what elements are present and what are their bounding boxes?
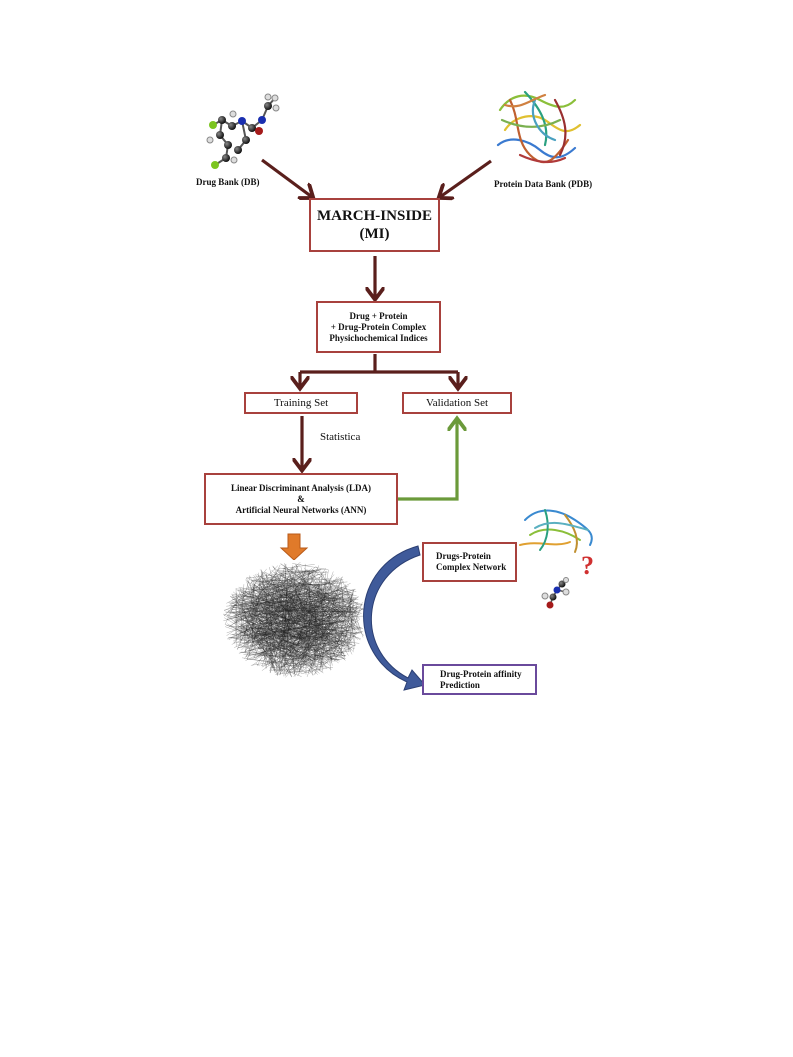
network-graph-image bbox=[221, 560, 369, 680]
prediction-line-1: Drug-Protein affinity bbox=[440, 668, 522, 679]
pdb-label: Protein Data Bank (PDB) bbox=[494, 179, 593, 189]
arrow-split bbox=[300, 354, 458, 387]
protein-structure-image bbox=[496, 90, 582, 164]
march-inside-box: MARCH-INSIDE (MI) bbox=[309, 198, 440, 252]
training-set-box: Training Set bbox=[244, 392, 358, 414]
march-inside-abbr: (MI) bbox=[359, 226, 390, 242]
lda-label: Linear Discriminant Analysis (LDA) bbox=[230, 482, 372, 493]
statistica-label: Statistica bbox=[320, 431, 361, 443]
arrow-db-to-mi bbox=[261, 158, 312, 197]
ann-label: Artificial Neural Networks (ANN) bbox=[235, 504, 367, 515]
question-mark: ? bbox=[581, 551, 594, 580]
curved-arrow bbox=[363, 545, 426, 691]
indices-line-3: Physichochemical Indices bbox=[329, 332, 428, 343]
models-box: Linear Discriminant Analysis (LDA) & Art… bbox=[204, 473, 398, 525]
drug-molecule-image bbox=[206, 93, 280, 169]
orange-down-arrow bbox=[279, 533, 309, 561]
indices-box: Drug + Protein + Drug-Protein Complex Ph… bbox=[316, 301, 441, 353]
ampersand-label: & bbox=[297, 493, 305, 504]
network-line-1: Drugs-Protein bbox=[436, 551, 491, 561]
arrow-pdb-to-mi bbox=[440, 159, 492, 197]
march-inside-title: MARCH-INSIDE bbox=[316, 208, 432, 224]
drug-bank-label: Drug Bank (DB) bbox=[196, 177, 260, 187]
validation-set-box: Validation Set bbox=[402, 392, 512, 414]
small-molecule-image bbox=[541, 577, 570, 609]
training-set-label: Training Set bbox=[273, 397, 329, 409]
prediction-line-2: Prediction bbox=[440, 679, 480, 690]
protein-query-image bbox=[519, 509, 593, 553]
indices-line-1: Drug + Protein bbox=[349, 310, 408, 321]
validation-set-label: Validation Set bbox=[425, 397, 489, 409]
prediction-box: Drug-Protein affinity Prediction bbox=[422, 664, 537, 695]
network-box: Drugs-Protein Complex Network bbox=[422, 542, 517, 582]
indices-line-2: + Drug-Protein Complex bbox=[330, 321, 427, 332]
arrow-models-to-validation bbox=[397, 420, 457, 501]
network-line-2: Complex Network bbox=[436, 562, 507, 572]
